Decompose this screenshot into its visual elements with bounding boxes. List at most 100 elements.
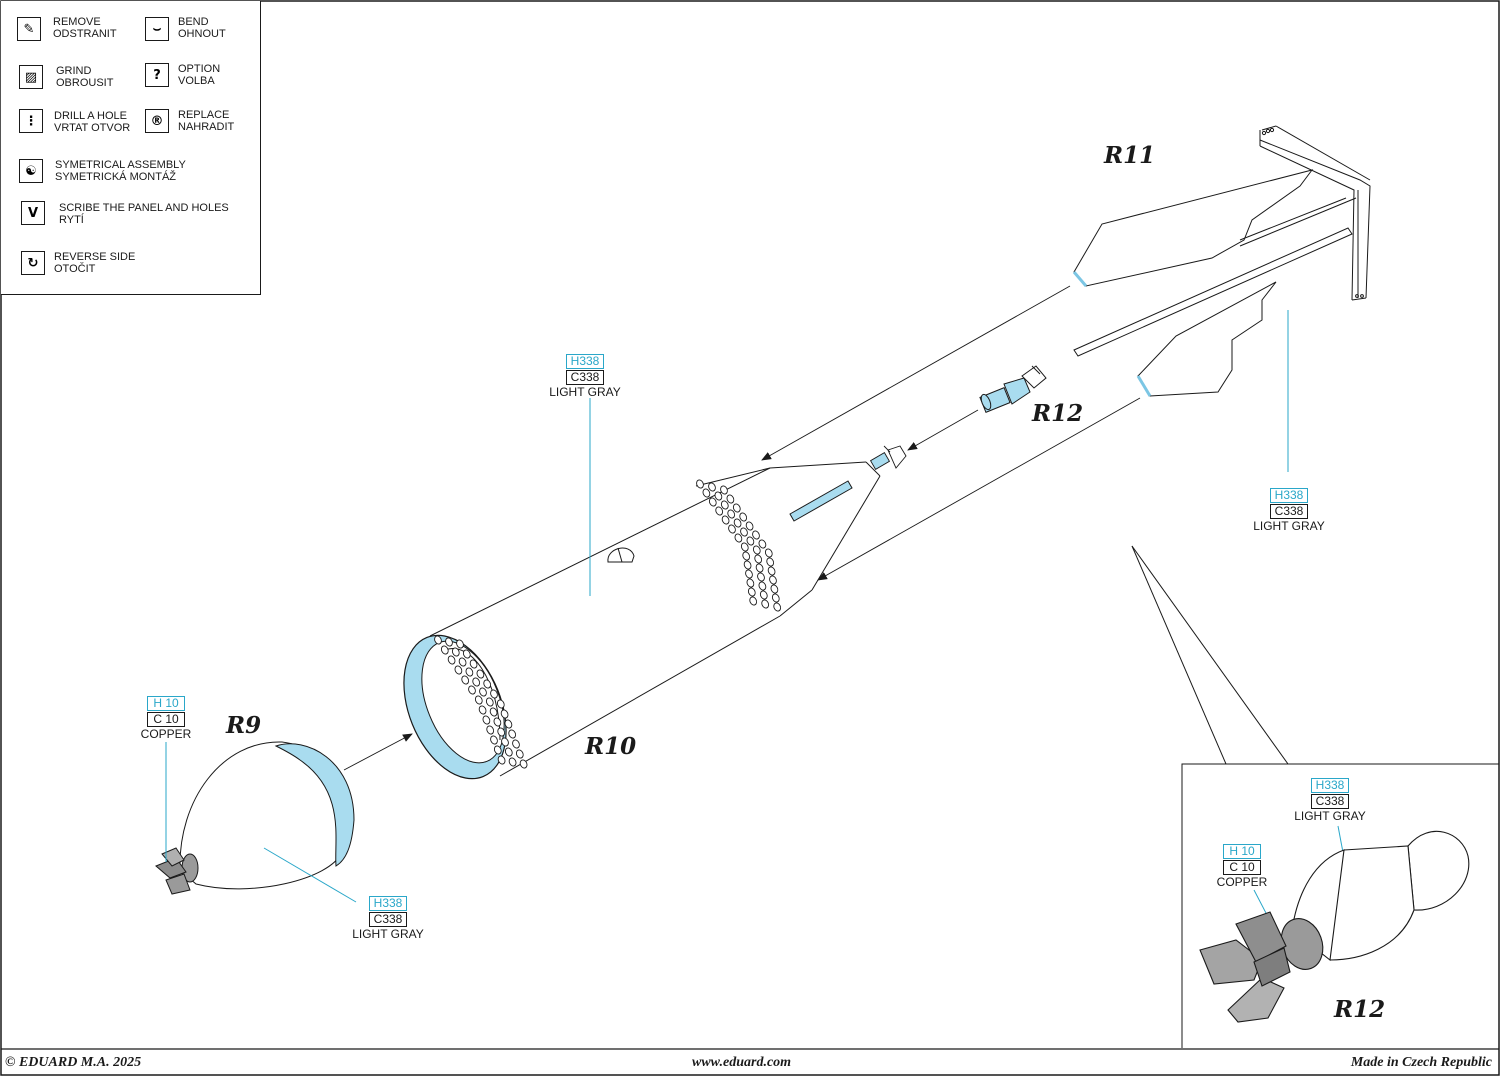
detail-r12 [1199,830,1470,1023]
cone-strip [789,480,853,522]
perforation-hole [752,530,760,540]
legend-label-line1: SYMETRICAL ASSEMBLY [55,159,186,171]
perforation-hole [479,687,487,697]
detail-callout [1131,545,1499,1048]
perforation-hole [745,521,754,531]
perforation-hole [746,536,755,546]
paint-name: LIGHT GRAY [352,927,424,941]
perforation-hole [489,707,498,717]
replace-icon: ® [145,109,169,133]
scribe-icon: V [21,201,45,225]
perforation-hole [734,533,743,543]
label-r10: R10 [585,733,637,760]
part-r9 [155,741,355,895]
legend-label-line2: ODSTRANIT [53,28,117,40]
perforation-hole [708,497,717,507]
perforation-hole [758,581,767,591]
perforation-hole [764,548,773,558]
paint-code-c: C 10 [1223,860,1261,875]
perforation-hole [742,551,751,561]
perforation-hole [486,725,495,735]
perforation-hole [728,524,736,534]
label-r12: R12 [1032,400,1084,427]
perforation-hole [770,584,779,594]
perforation-hole [771,593,780,603]
perforation-hole [476,669,485,679]
part-r12 [979,365,1047,413]
legend-label-line2: NAHRADIT [178,121,235,133]
bend-icon: ⌣ [145,17,169,41]
label-r11: R11 [1104,142,1156,169]
perforation-hole [708,482,716,492]
legend-label-line1: SCRIBE THE PANEL AND HOLES [59,202,229,214]
legend-label-line2: VRTAT OTVOR [54,122,131,134]
paint-name: LIGHT GRAY [1253,519,1325,533]
legend-label-line2: OHNOUT [178,28,226,40]
legend-label-line2: SYMETRICKÁ MONTÁŽ [55,171,177,183]
paint-label-fins: H338 C338 LIGHT GRAY [1239,488,1339,533]
perforation-hole [501,737,509,747]
rear-perforations [434,635,528,769]
paint-code-h: H 10 [147,696,185,711]
option-icon: ? [145,63,169,87]
symmetry-icon: ☯ [19,159,43,183]
perforation-hole [508,757,517,767]
perforation-hole [755,563,764,573]
perforation-hole [759,590,768,600]
footer-origin: Made in Czech Republic [1350,1055,1492,1070]
perforation-hole [747,587,756,597]
label-r9: R9 [226,712,262,739]
legend-label-line2: VOLBA [178,75,215,87]
perforation-hole [743,560,752,570]
paint-code-c: C338 [566,370,604,385]
assembly-arrows [343,285,1141,771]
paint-label-body: H338 C338 LIGHT GRAY [535,354,635,399]
perforation-hole [456,639,464,649]
perforation-hole [745,569,753,579]
legend-label-line1: REPLACE [178,109,230,121]
legend-label-line2: RYTÍ [59,214,84,226]
perforation-hole [440,645,449,655]
perforation-hole [733,518,742,528]
perforation-hole [493,745,502,755]
legend-label-line1: REVERSE SIDE [54,251,136,263]
nose-tip-small [869,445,907,470]
paint-label-detail-cone: H338 C338 LIGHT GRAY [1280,778,1380,823]
paint-code-h: H338 [1270,488,1308,503]
perforation-hole [727,509,736,519]
paint-label-r9-cone: H338 C338 LIGHT GRAY [338,896,438,941]
perforation-hole [445,637,453,647]
paint-code-c: C338 [1270,504,1308,519]
perforation-hole [746,578,755,588]
perforation-hole [451,647,460,657]
perforation-hole [504,719,513,729]
perforation-hole [761,599,770,609]
perforation-hole [726,494,735,504]
perforation-hole [769,575,777,585]
perforation-hole [720,485,728,495]
perforation-hole [474,695,483,705]
perforation-hole [714,491,723,501]
perforation-hole [732,503,741,513]
perforation-hole [758,539,767,549]
perforation-hole [519,759,528,769]
drill-icon: ⋮ [19,109,43,133]
perforation-hole [497,727,506,737]
perforation-hole [504,747,513,757]
perforation-hole [454,665,463,675]
legend-label-line2: OTOČIT [54,263,96,275]
perforation-hole [752,545,761,555]
paint-name: COPPER [1216,875,1268,889]
perforation-hole [469,659,478,669]
perforation-hole [720,500,729,510]
part-r10-tube [429,461,881,777]
perforation-hole [434,635,442,645]
footer-website[interactable]: www.eduard.com [692,1055,792,1070]
paint-label-detail-tip: H 10 C 10 COPPER [1202,844,1282,889]
